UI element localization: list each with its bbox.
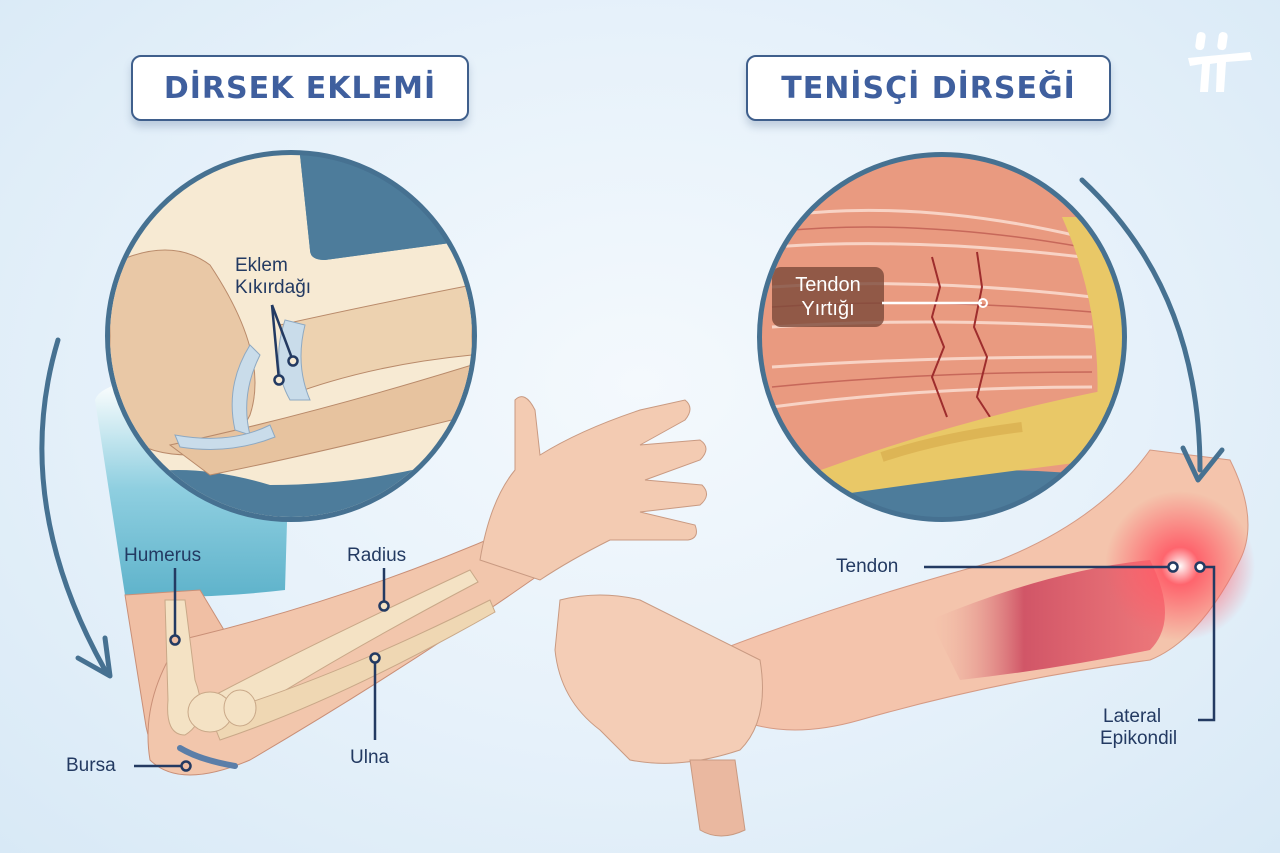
right-fist <box>554 594 763 764</box>
brand-logo-icon <box>1188 32 1252 92</box>
bursa-label: Bursa <box>66 755 116 776</box>
right-title: TENİSÇİ DİRSEĞİ <box>746 55 1111 121</box>
right-title-text: TENİSÇİ DİRSEĞİ <box>781 70 1076 106</box>
elbow-joint-illustration <box>110 155 472 517</box>
humerus-label: Humerus <box>124 545 202 566</box>
tendon-tear-illustration <box>762 157 1122 517</box>
tendon-tear-inset: Tendon Yırtığı <box>757 152 1127 522</box>
ulna-label: Ulna <box>350 747 390 768</box>
left-title-text: DİRSEK EKLEMİ <box>163 70 437 106</box>
radius-label: Radius <box>347 545 407 566</box>
bursa-shape <box>177 745 238 769</box>
tendon-tear-tag: Tendon Yırtığı <box>772 267 884 327</box>
cartilage-label: Eklem Kıkırdağı <box>235 255 312 298</box>
elbow-joint-inset: Eklem Kıkırdağı <box>105 150 477 522</box>
lateral-epicondyle-label: Lateral Epikondil <box>1100 706 1178 749</box>
right-arrow <box>1079 177 1203 473</box>
tendon-tear-leader <box>882 298 988 308</box>
left-title: DİRSEK EKLEMİ <box>131 55 469 121</box>
muscle-inflammation <box>930 560 1165 680</box>
tendon-label: Tendon <box>836 556 899 577</box>
left-hand <box>479 396 707 581</box>
grip-handle <box>689 759 746 837</box>
left-arrow <box>39 337 108 673</box>
inflammation-glow <box>1105 491 1255 641</box>
